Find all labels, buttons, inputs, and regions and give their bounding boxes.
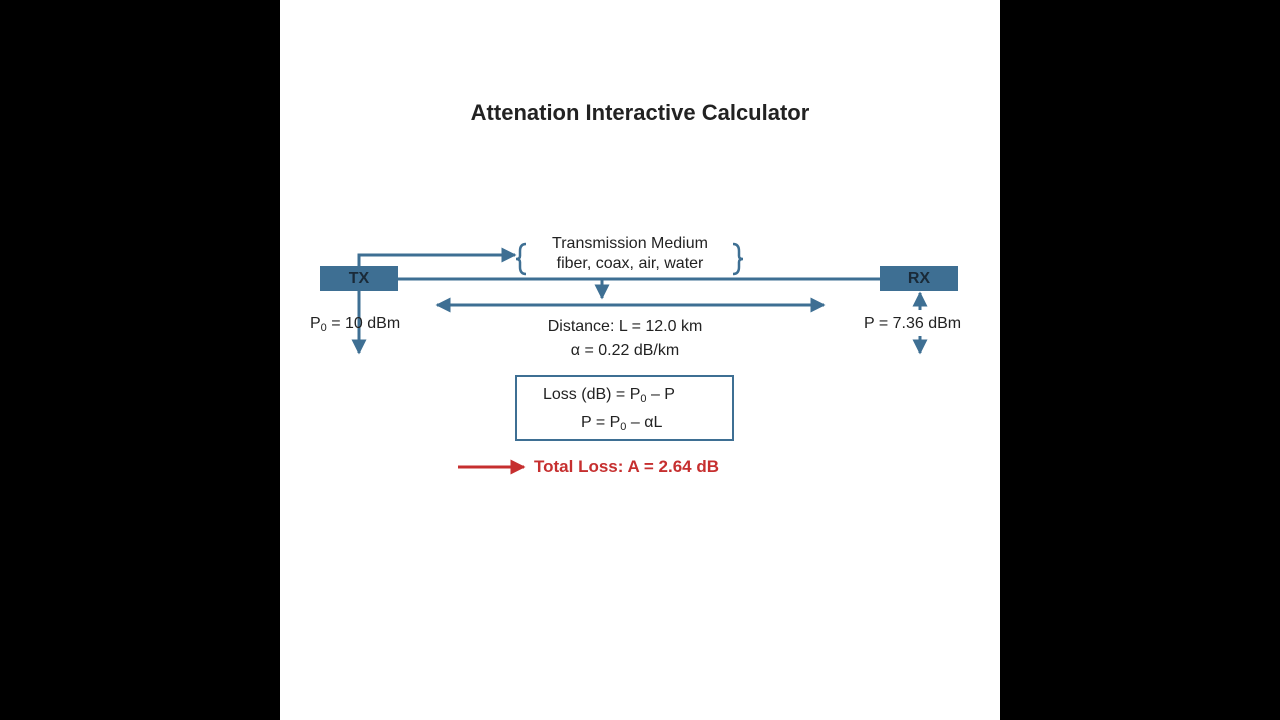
formula-line-2-suffix: – αL bbox=[626, 414, 663, 431]
tx-label: TX bbox=[348, 269, 370, 287]
total-loss: Total Loss: A = 2.64 dB bbox=[534, 457, 719, 476]
tx-power-symbol: P bbox=[310, 315, 321, 332]
formula-line-1: Loss (dB) = P0 – P bbox=[543, 386, 675, 405]
tx-power: P0 = 10 dBm bbox=[310, 315, 400, 334]
rx-label: RX bbox=[907, 269, 931, 287]
formula-line-1-subscript: 0 bbox=[640, 393, 647, 405]
tx-box: TX bbox=[320, 266, 398, 291]
medium-right-brace bbox=[732, 242, 744, 276]
medium-left-brace bbox=[515, 242, 527, 276]
medium-title: Transmission Medium bbox=[552, 235, 708, 252]
formula-box: Loss (dB) = P0 – P P = P0 – αL bbox=[515, 375, 734, 441]
tx-medium-arrow bbox=[357, 247, 517, 266]
distance-label: Distance: L = 12.0 km bbox=[547, 318, 703, 335]
tx-power-subscript: 0 bbox=[320, 322, 327, 334]
page-title: Attenation Interactive Calculator bbox=[470, 100, 810, 125]
medium-label: Transmission Medium fiber, coax, air, wa… bbox=[510, 234, 750, 274]
medium-types: fiber, coax, air, water bbox=[556, 255, 704, 272]
formula-line-1-prefix: Loss (dB) = P bbox=[543, 386, 641, 403]
formula-line-2: P = P0 – αL bbox=[581, 414, 662, 433]
formula-line-2-prefix: P = P bbox=[581, 414, 621, 431]
rx-power: P = 7.36 dBm bbox=[864, 315, 962, 332]
alpha-label: α = 0.22 dB/km bbox=[570, 342, 680, 359]
rx-box: RX bbox=[880, 266, 958, 291]
formula-line-2-subscript: 0 bbox=[620, 421, 627, 433]
formula-line-1-suffix: – P bbox=[646, 386, 675, 403]
tx-power-value: = 10 dBm bbox=[326, 315, 401, 332]
content-panel bbox=[280, 0, 1000, 720]
